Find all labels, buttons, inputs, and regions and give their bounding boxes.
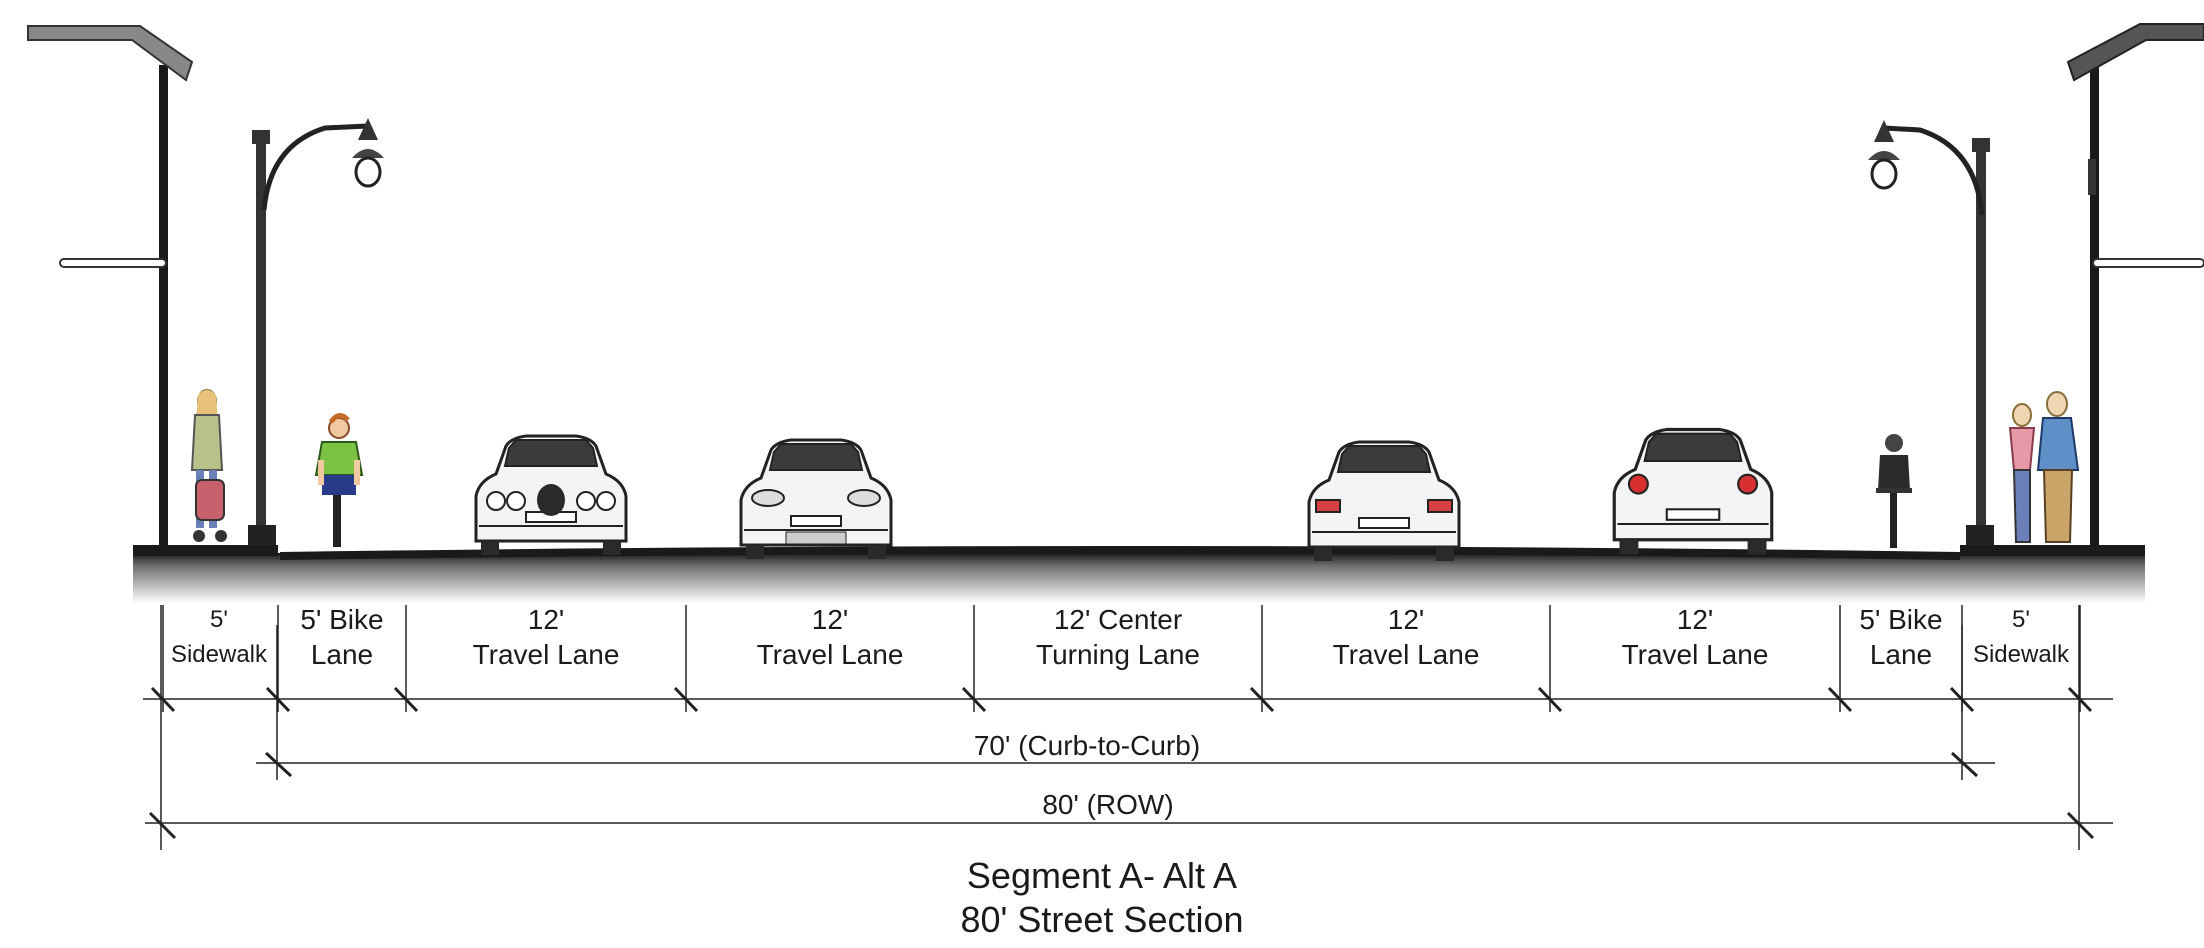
segment-tick [265, 686, 291, 713]
segment-tick [1249, 686, 1275, 713]
pedestrian-icon [2036, 391, 2080, 543]
segment-label-center-turning: 12' Center Turning Lane [974, 602, 1262, 672]
segment-name: Travel Lane [756, 639, 904, 670]
cyclist-icon [1876, 434, 1912, 548]
segment-name: Turning Lane [1036, 639, 1200, 670]
curb-to-curb-dimension-line [256, 625, 1995, 780]
segment-tick [1827, 686, 1853, 713]
segment-width: 12' [1676, 604, 1714, 635]
street-light-icon [1868, 120, 1994, 545]
segment-width: 12' Center [1053, 604, 1183, 635]
segment-width: 12' [527, 604, 565, 635]
segment-width: 12' [811, 604, 849, 635]
car-icon [1612, 427, 1774, 557]
segment-label-travel-2: 12' Travel Lane [686, 602, 974, 672]
cyclist-icon [314, 413, 364, 547]
pedestrian-icon [2008, 403, 2036, 543]
row-label: 80' (ROW) [1036, 789, 1180, 821]
segment-tick [1537, 686, 1563, 713]
car-icon [474, 434, 628, 557]
utility-pole-icon [2066, 23, 2204, 547]
segment-name: Lane [1869, 639, 1933, 670]
segment-width: 5' Bike [1859, 604, 1943, 635]
segment-label-sidewalk-right: 5' Sidewalk [1962, 602, 2080, 672]
road-surface [133, 553, 2145, 603]
segment-label-bike-right: 5' Bike Lane [1840, 602, 1962, 672]
segment-name: Sidewalk [170, 641, 268, 668]
segment-width: 5' [2012, 606, 2030, 633]
segment-width: 5' Bike [300, 604, 384, 635]
segment-width: 12' [1387, 604, 1425, 635]
car-icon [739, 438, 893, 561]
row-dimension-line [145, 605, 2113, 850]
segment-label-bike-left: 5' Bike Lane [278, 602, 406, 672]
sidewalk-right [1960, 545, 2145, 556]
caption-title: Segment A- Alt A [966, 855, 1238, 896]
segment-name: Travel Lane [472, 639, 620, 670]
segment-tick [961, 686, 987, 713]
car-icon [1307, 440, 1461, 563]
segment-label-travel-1: 12' Travel Lane [406, 602, 686, 672]
segment-tick [150, 686, 176, 713]
segment-tick [673, 686, 699, 713]
segment-name: Sidewalk [1972, 641, 2070, 668]
street-light-icon [248, 118, 384, 545]
road-crown [279, 546, 1961, 560]
segment-name: Travel Lane [1621, 639, 1769, 670]
curb-to-curb-label: 70' (Curb-to-Curb) [967, 730, 1207, 762]
segment-label-sidewalk-left: 5' Sidewalk [163, 602, 275, 672]
caption-subtitle: 80' Street Section [960, 899, 1244, 940]
sidewalk-left [133, 545, 278, 556]
segment-label-travel-4: 12' Travel Lane [1550, 602, 1840, 672]
stroller-icon [193, 479, 227, 542]
segment-tick [393, 686, 419, 713]
segment-tick [2067, 686, 2093, 713]
segment-label-travel-3: 12' Travel Lane [1262, 602, 1550, 672]
segment-name: Travel Lane [1332, 639, 1480, 670]
segment-width: 5' [210, 606, 228, 633]
utility-pole-icon [27, 25, 194, 547]
segment-name: Lane [310, 639, 374, 670]
